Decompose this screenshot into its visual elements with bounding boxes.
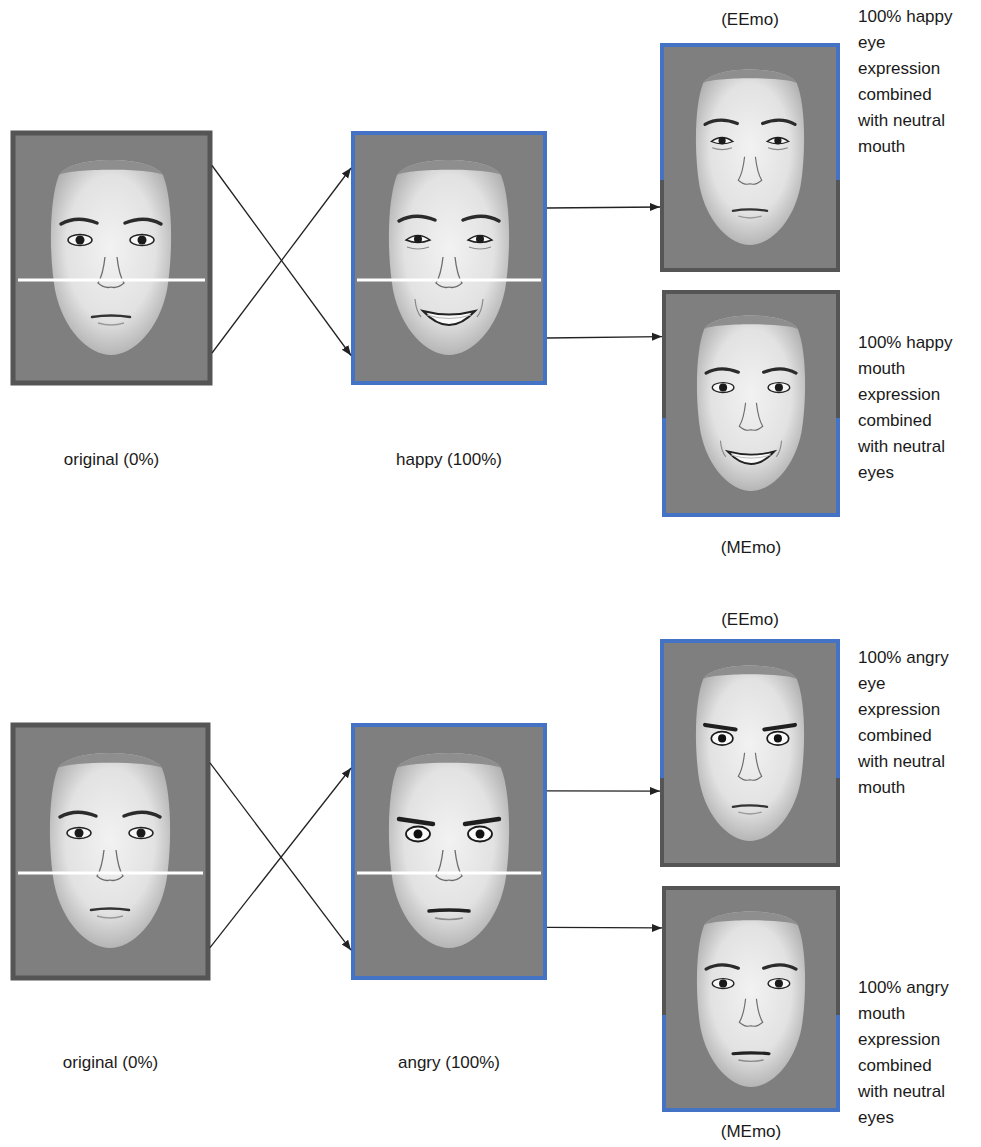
split-line xyxy=(18,872,203,875)
swap-arrow xyxy=(212,166,351,356)
frame-ground xyxy=(662,45,838,270)
frame-border xyxy=(664,1015,838,1110)
description-text: 100% angry eye expression combined with … xyxy=(858,645,963,801)
face-picture xyxy=(51,160,171,355)
frame-border xyxy=(13,133,210,383)
face-picture xyxy=(50,753,170,948)
split-line xyxy=(357,872,541,875)
face-picture xyxy=(389,753,509,948)
face-picture xyxy=(697,316,805,492)
face-picture xyxy=(696,70,804,246)
face-frame: (EEmo)100% happy eye expression combined… xyxy=(662,45,838,270)
face-frame: (EEmo)100% angry eye expression combined… xyxy=(662,641,838,865)
face-frame xyxy=(13,725,208,978)
face-frame xyxy=(662,641,838,865)
condition-label: (EEmo) xyxy=(632,10,868,30)
swap-arrow xyxy=(210,768,351,948)
face-frame: original (0%) xyxy=(13,725,208,978)
frame-border xyxy=(662,778,838,865)
face-frame xyxy=(662,45,838,270)
swap-arrow xyxy=(210,763,351,950)
frame-ground xyxy=(664,888,838,1110)
face-frame xyxy=(353,725,545,978)
swap-arrow xyxy=(547,927,662,929)
frame-label: original (0%) xyxy=(0,450,240,470)
frame-border xyxy=(662,641,838,778)
frame-ground xyxy=(662,641,838,865)
face-frame: angry (100%) xyxy=(353,725,545,978)
split-line xyxy=(357,279,541,282)
face-frame: 100% angry mouth expression combined wit… xyxy=(664,888,838,1110)
description-text: 100% happy mouth expression combined wit… xyxy=(858,330,963,486)
frame-border xyxy=(13,725,208,978)
swap-arrow xyxy=(547,207,660,208)
face-frame: happy (100%) xyxy=(353,133,545,383)
face-frame xyxy=(664,292,838,515)
description-text: 100% angry mouth expression combined wit… xyxy=(858,975,963,1131)
face-frame: original (0%) xyxy=(13,133,210,383)
swap-arrow xyxy=(547,337,662,338)
frame-border xyxy=(664,418,838,515)
description-text: 100% happy eye expression combined with … xyxy=(858,4,963,160)
face-picture xyxy=(696,666,804,842)
frame-label: (MEmo) xyxy=(634,538,868,558)
frame-label: angry (100%) xyxy=(323,1053,575,1073)
frame-label: (MEmo) xyxy=(634,1122,868,1142)
swap-arrow xyxy=(212,168,351,353)
frame-border xyxy=(353,725,545,978)
split-line xyxy=(18,279,205,282)
face-frame xyxy=(353,133,545,383)
face-frame xyxy=(664,888,838,1110)
face-frame xyxy=(13,133,210,383)
frame-border xyxy=(662,45,838,180)
face-picture xyxy=(389,160,509,355)
face-frame: 100% happy mouth expression combined wit… xyxy=(664,292,838,515)
frame-border xyxy=(353,133,545,383)
frame-ground xyxy=(664,292,838,515)
frame-label: happy (100%) xyxy=(323,450,575,470)
frame-label: original (0%) xyxy=(0,1053,238,1073)
frame-border xyxy=(664,888,838,1015)
frame-border xyxy=(662,180,838,270)
frame-border xyxy=(664,292,838,418)
swap-arrow xyxy=(547,790,660,792)
face-picture xyxy=(697,912,805,1088)
condition-label: (EEmo) xyxy=(632,610,868,630)
